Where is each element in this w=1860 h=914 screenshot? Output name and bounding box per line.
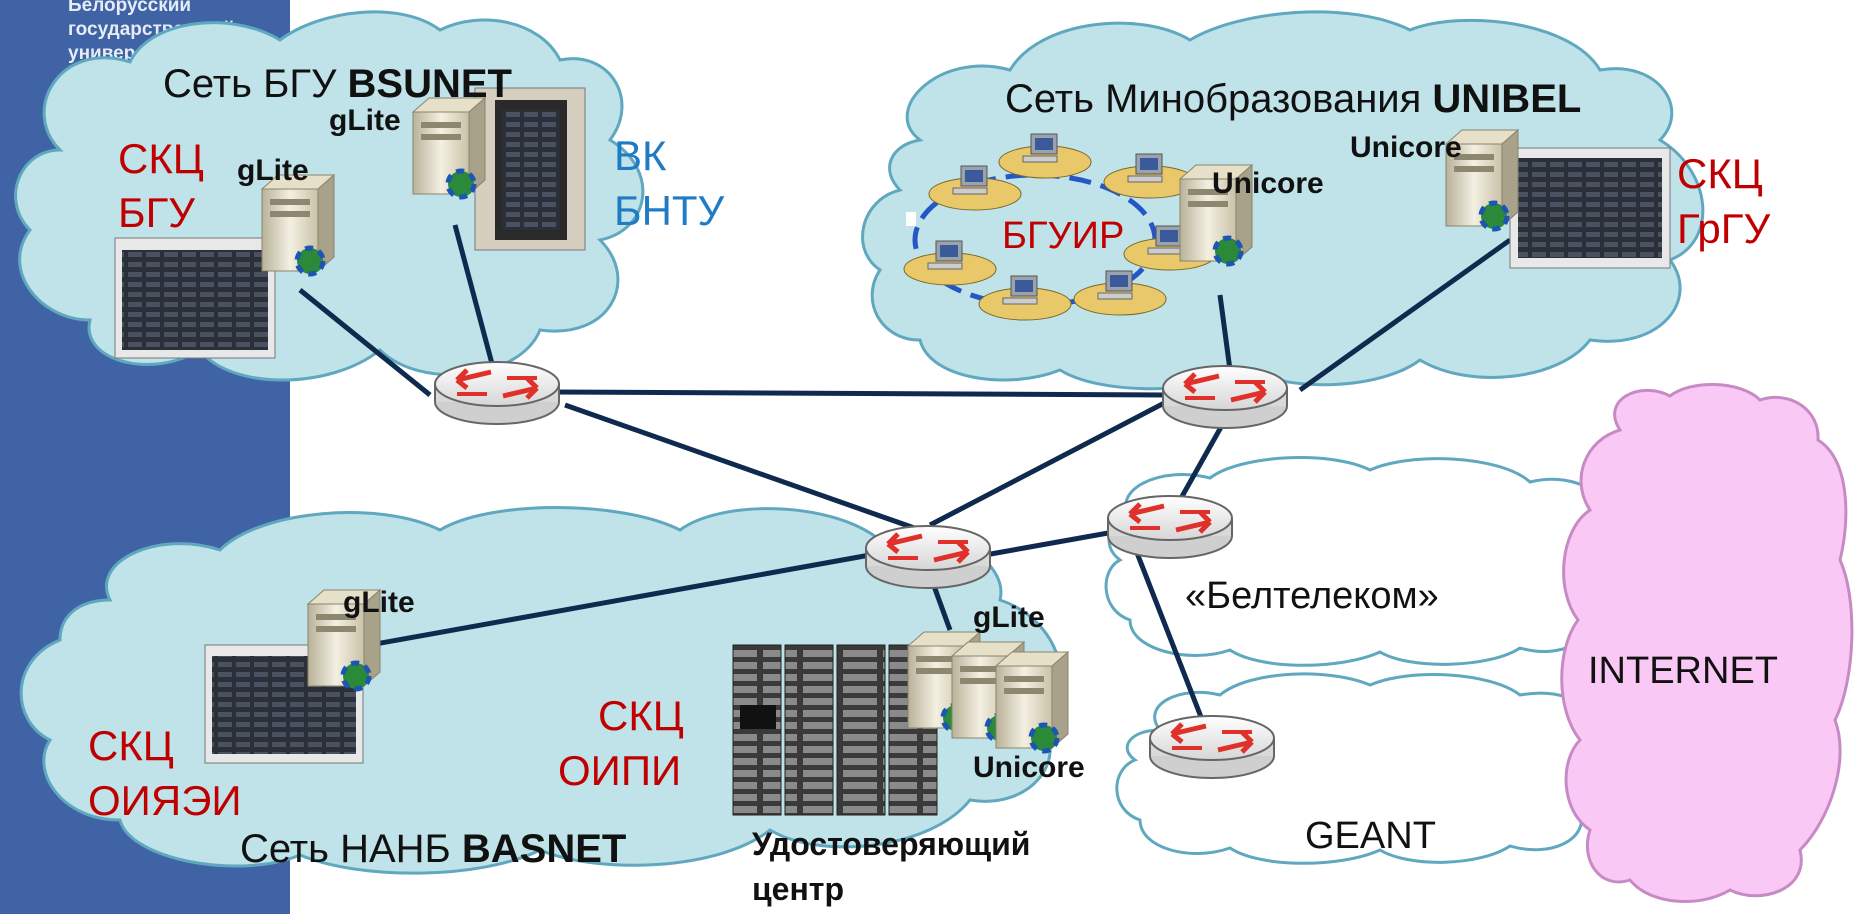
glite-bgu-label: gLite (237, 154, 309, 187)
link-router2-router4 (1177, 418, 1228, 502)
unibel-title: Сеть Минобразования UNIBEL (1005, 77, 1581, 121)
link-router3-router4 (984, 527, 1126, 558)
skc-oiyaei-line1: СКЦ (88, 722, 174, 769)
link-router1-router3 (564, 402, 921, 533)
link-router4-geant (1127, 534, 1213, 741)
skc-grgu-photo (1509, 147, 1671, 269)
link-router3-router2 (928, 397, 1172, 528)
skc-oipi-line2: ОИПИ (558, 747, 681, 794)
ca-line2: центр (752, 871, 844, 907)
bntu-rack-photo (474, 87, 586, 251)
glite-oiyaei-label: gLite (343, 586, 415, 619)
bguir-label: БГУИР (1002, 215, 1124, 257)
cloud-unibel (861, 10, 1705, 391)
unicore-grgu-label: Unicore (1350, 131, 1462, 164)
ca-line1: Удостоверяющий (752, 826, 1030, 862)
skc-grgu-line1: СКЦ (1677, 150, 1763, 197)
router-unibel (1163, 366, 1287, 428)
router-basnet (866, 526, 990, 588)
cloud-internet (1560, 382, 1854, 903)
link-router1-router2 (554, 389, 1166, 398)
skc-grgu-line2: ГрГУ (1677, 205, 1770, 252)
skc-bgu-line2: БГУ (118, 189, 195, 236)
unicore-oipi-label: Unicore (973, 751, 1085, 784)
bsunet-title: Сеть БГУ BSUNET (163, 62, 512, 106)
beltelecom-label: «Белтелеком» (1185, 575, 1439, 617)
skc-oipi-line1: СКЦ (598, 692, 684, 739)
link-router3-oiyaei (369, 552, 871, 648)
glite-oipi-label: gLite (973, 601, 1045, 634)
server-glite-bgu (262, 175, 334, 274)
glite-bntu-label: gLite (329, 104, 401, 137)
link-grgu-router2 (1298, 237, 1512, 393)
internet-label: INTERNET (1588, 650, 1778, 692)
skc-oiyaei-line2: ОИЯЭИ (88, 777, 242, 824)
vk-bntu-line2: БНТУ (614, 187, 725, 234)
unicore-bguir-label: Unicore (1212, 167, 1324, 200)
bguir-workstations (903, 133, 1217, 321)
link-bntu-router1 (452, 224, 498, 376)
link-skcbgu-router1 (298, 288, 432, 397)
network-links (298, 224, 1512, 741)
vk-bntu-line1: ВК (614, 132, 667, 179)
router-bsunet (435, 362, 559, 424)
ca-server-towers (732, 644, 938, 816)
server-glite-bntu (413, 98, 485, 197)
router-beltelecom (1108, 496, 1232, 558)
basnet-title: Сеть НАНБ BASNET (240, 827, 626, 871)
geant-label: GEANT (1305, 815, 1436, 857)
router-geant (1150, 716, 1274, 778)
skc-bgu-photo (114, 237, 276, 359)
link-bguir-router2 (1217, 294, 1233, 371)
skc-bgu-line1: СКЦ (118, 135, 204, 182)
